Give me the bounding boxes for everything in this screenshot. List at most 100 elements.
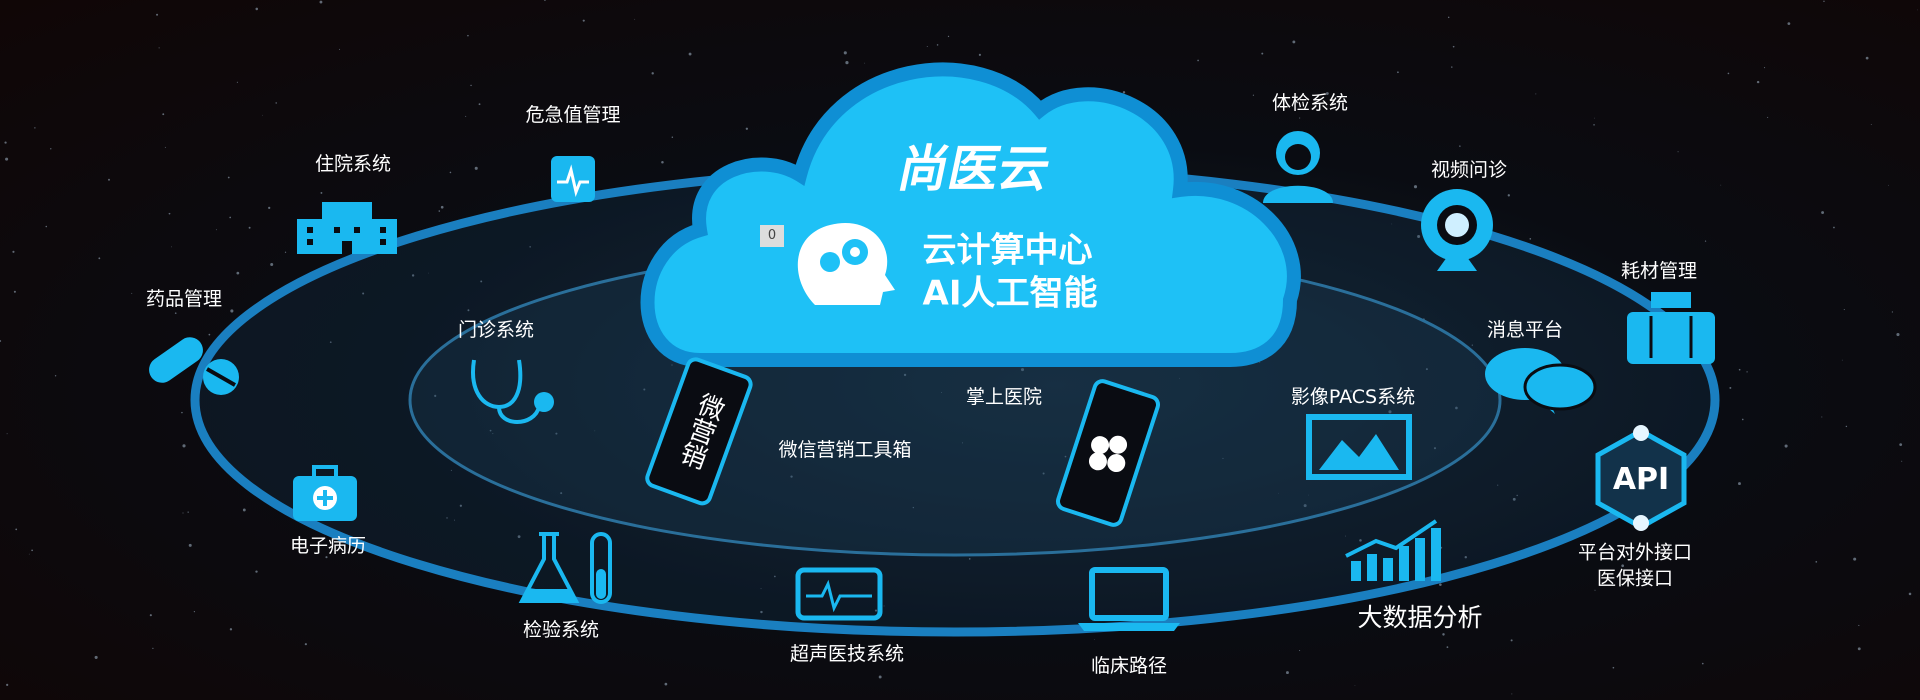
image-pacs-icon[interactable]: [1304, 412, 1414, 482]
star: [1020, 368, 1025, 372]
counter-badge: 0: [760, 225, 784, 247]
star: [1197, 59, 1199, 62]
star: [255, 7, 259, 11]
star: [864, 62, 866, 64]
star: [1299, 650, 1301, 652]
star: [1787, 22, 1791, 25]
star: [1593, 124, 1595, 126]
doctor-monitor-icon[interactable]: [543, 148, 603, 208]
star: [1701, 662, 1704, 665]
star: [54, 375, 57, 377]
star: [1308, 494, 1309, 496]
star: [467, 34, 469, 37]
label-message: 消息平台: [1486, 319, 1564, 342]
star: [1349, 389, 1353, 393]
star: [1122, 91, 1126, 94]
star: [1413, 185, 1418, 189]
star: [900, 658, 904, 662]
wechat-marketing-phone-icon[interactable]: [628, 356, 768, 506]
star: [878, 675, 882, 679]
star: [164, 146, 166, 148]
star: [428, 272, 429, 274]
star: [968, 558, 971, 560]
star: [1459, 145, 1461, 147]
star: [1277, 492, 1279, 494]
mobile-hospital-phone-icon[interactable]: [1043, 378, 1173, 528]
star: [149, 614, 152, 617]
star: [874, 609, 878, 612]
star: [1896, 332, 1900, 337]
star: [4, 141, 7, 144]
ultrasound-monitor-icon[interactable]: [794, 566, 884, 626]
star: [664, 682, 668, 686]
label-api-line2: 医保接口: [1596, 567, 1674, 589]
star: [182, 444, 186, 448]
star: [1858, 624, 1860, 627]
star: [438, 210, 441, 212]
star: [671, 364, 673, 366]
star: [1621, 564, 1625, 568]
cloud-subtitle: 云计算中心 AI人工智能: [923, 230, 1098, 315]
star: [1784, 444, 1788, 448]
star: [158, 47, 160, 49]
star: [50, 148, 52, 150]
medical-kit-icon[interactable]: [290, 464, 360, 524]
bar-chart-growth-icon[interactable]: [1341, 516, 1451, 586]
star: [1815, 561, 1818, 563]
cloud-line-1: 云计算中心: [922, 230, 1093, 271]
star: [270, 262, 274, 266]
star: [168, 212, 171, 215]
consumables-box-icon[interactable]: [1621, 288, 1721, 368]
star: [926, 46, 928, 47]
label-bigdata: 大数据分析: [1357, 603, 1483, 633]
hospital-building-icon[interactable]: [292, 197, 402, 257]
lab-flask-icon[interactable]: [514, 529, 624, 609]
star: [15, 528, 18, 531]
doctor-avatar-icon[interactable]: [1258, 125, 1338, 205]
star: [1359, 539, 1362, 542]
star: [339, 48, 341, 50]
star: [1345, 535, 1347, 537]
label-consumables: 耗材管理: [1620, 260, 1698, 283]
star: [1042, 472, 1045, 475]
webcam-icon[interactable]: [1412, 185, 1502, 275]
star: [1756, 80, 1760, 84]
pills-icon[interactable]: [141, 329, 251, 399]
chat-bubbles-icon[interactable]: [1480, 342, 1600, 422]
star: [162, 113, 165, 116]
stethoscope-icon[interactable]: [464, 352, 564, 432]
star: [594, 430, 596, 432]
star: [319, 0, 323, 4]
star: [1916, 9, 1918, 11]
star: [459, 504, 462, 507]
star: [947, 35, 950, 38]
star: [1303, 504, 1307, 508]
star: [1612, 666, 1615, 669]
star: [467, 309, 470, 312]
star: [1833, 226, 1835, 229]
label-outpatient: 门诊系统: [457, 319, 535, 342]
star: [978, 53, 981, 56]
label-critical-value: 危急值管理: [525, 104, 621, 127]
star: [1821, 416, 1823, 418]
star: [248, 226, 251, 229]
api-label: API: [1612, 461, 1670, 497]
star: [1857, 647, 1861, 651]
star: [34, 127, 36, 129]
star: [98, 257, 101, 260]
star: [492, 433, 494, 435]
laptop-icon[interactable]: [1074, 565, 1184, 635]
star: [1516, 494, 1518, 497]
star: [450, 469, 452, 471]
star: [446, 517, 448, 519]
star: [774, 575, 776, 578]
star: [1512, 497, 1516, 501]
star: [1497, 484, 1499, 486]
star: [688, 52, 692, 56]
star: [555, 432, 558, 435]
star: [171, 246, 172, 248]
cloud-title: 尚医云: [892, 140, 1056, 198]
api-hexagon-icon[interactable]: [1586, 423, 1696, 533]
star: [843, 51, 847, 55]
